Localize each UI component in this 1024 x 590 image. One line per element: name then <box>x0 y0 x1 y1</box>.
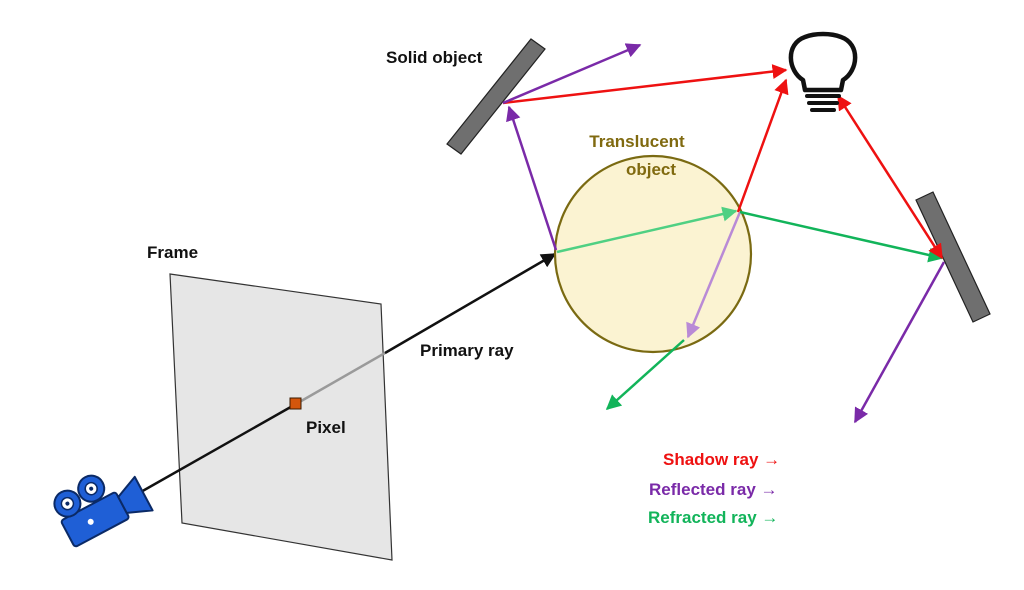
solid-object-label: Solid object <box>386 48 483 67</box>
reflected-ray-inside-sphere <box>686 211 742 339</box>
reflected-ray-off-right-object <box>853 261 946 424</box>
movie-camera-icon <box>53 474 154 548</box>
refracted-ray-exit-bottom <box>605 339 685 411</box>
reflected-ray-sphere-to-solid <box>506 105 558 251</box>
pixel-label: Pixel <box>306 418 346 437</box>
primary-ray-label: Primary ray <box>420 341 514 360</box>
frame-plane <box>169 273 393 561</box>
legend-reflected-ray: Reflected ray → <box>649 480 778 499</box>
primary-ray-camera-to-pixel <box>131 402 297 499</box>
shadow-ray-sphere-to-light <box>736 78 789 213</box>
reflected-ray-off-solid <box>502 43 642 105</box>
solid-object-top <box>446 38 546 155</box>
legend: Shadow ray → Reflected ray → Refracted r… <box>648 450 780 527</box>
pixel-square <box>289 397 302 410</box>
primary-ray-through-frame <box>295 351 386 406</box>
light-bulb-icon <box>788 31 858 112</box>
solid-object-right <box>915 191 991 323</box>
shadow-ray-right-object-to-light <box>836 94 944 260</box>
refracted-ray-inside-sphere <box>556 206 738 254</box>
shadow-ray-solid-to-light <box>502 64 788 105</box>
frame-label: Frame <box>147 243 198 262</box>
primary-ray-to-object <box>384 252 557 355</box>
translucent-label-line1: Translucent <box>589 132 685 151</box>
legend-shadow-ray: Shadow ray → <box>663 450 780 469</box>
translucent-label-line2: object <box>626 160 676 179</box>
legend-refracted-ray: Refracted ray → <box>648 508 778 527</box>
refracted-ray-to-right-object <box>739 210 944 263</box>
